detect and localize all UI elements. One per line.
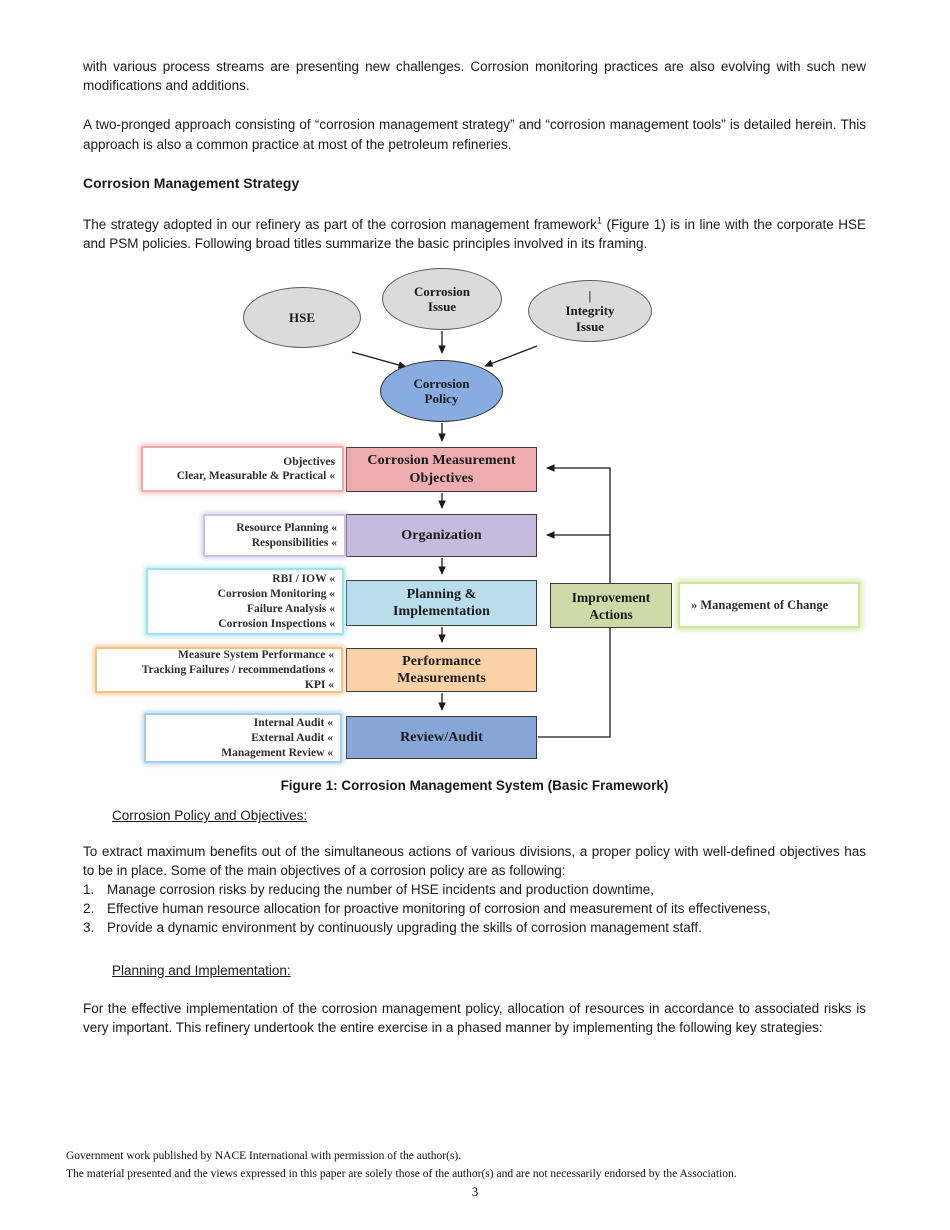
diagram-node-corrosion-issue: Corrosion Issue [382, 268, 502, 331]
sidebox-text: RBI / IOW « Corrosion Monitoring « Failu… [217, 573, 335, 630]
list-item-text: Effective human resource allocation for … [107, 901, 771, 917]
figure-caption: Figure 1: Corrosion Management System (B… [280, 778, 669, 794]
paragraph-two-pronged: A two-pronged approach consisting of “co… [83, 117, 866, 152]
node-hse-label: HSE [288, 309, 315, 325]
subsection-heading-corrosion-policy: Corrosion Policy and Objectives: [112, 808, 308, 824]
sidebox-text: Internal Audit « External Audit « Manage… [221, 717, 333, 759]
list-item: 3. Provide a dynamic environment by cont… [83, 918, 866, 937]
diagram-box-review-audit: Review/Audit [346, 716, 537, 760]
sidebox-text: Resource Planning « Responsibilities « [236, 522, 337, 549]
paragraph-strategy-text: The strategy adopted in our refinery as … [83, 217, 597, 233]
paragraph-planning-intro: For the effective implementation of the … [83, 1000, 866, 1036]
paragraph-intro-continuation: with various process streams are present… [83, 59, 866, 94]
diagram-box-planning-implementation: Planning & Implementation [346, 580, 537, 627]
diagram-node-integrity-issue: | Integrity Issue [528, 280, 652, 343]
diagram-sidebox-planning: RBI / IOW « Corrosion Monitoring « Failu… [146, 568, 344, 636]
list-item-number: 2. [83, 901, 95, 917]
footer-line-disclaimer: The material presented and the views exp… [66, 1167, 737, 1180]
node-corrosion-policy-label: Corrosion Policy [413, 375, 470, 407]
list-item-text: Provide a dynamic environment by continu… [107, 920, 702, 936]
node-integrity-issue-label: | Integrity Issue [565, 287, 615, 335]
list-item-text: Manage corrosion risks by reducing the n… [107, 882, 655, 898]
page-footer: Government work published by NACE Intern… [66, 1148, 910, 1183]
diagram-sidebox-review: Internal Audit « External Audit « Manage… [144, 713, 342, 764]
sidebox-text: » Management of Change [691, 597, 829, 612]
diagram-node-corrosion-policy: Corrosion Policy [380, 360, 503, 423]
box-label: Improvement Actions [571, 589, 651, 622]
node-corrosion-issue-label: Corrosion Issue [413, 283, 471, 315]
diagram-sidebox-performance: Measure System Performance « Tracking Fa… [95, 647, 343, 694]
section-heading-corrosion-management-strategy: Corrosion Management Strategy [83, 174, 300, 191]
paragraph-strategy: The strategy adopted in our refinery as … [83, 215, 866, 253]
diagram-box-organization: Organization [346, 514, 537, 558]
box-label: Planning & Implementation [392, 586, 491, 620]
box-label: Corrosion Measurement Objectives [367, 453, 516, 486]
page-number: 3 [471, 1184, 479, 1199]
diagram-box-corrosion-measurement-objectives: Corrosion Measurement Objectives [346, 447, 537, 493]
list-item: 2. Effective human resource allocation f… [83, 899, 866, 918]
sidebox-text: Measure System Performance « Tracking Fa… [141, 649, 334, 691]
box-label: Performance Measurements [397, 653, 486, 687]
paragraph-objectives-intro: To extract maximum benefits out of the s… [83, 843, 866, 878]
figure1-diagram: HSE Corrosion Issue | Integrity Issue Co… [0, 265, 950, 770]
diagram-sidebox-management-of-change: » Management of Change [678, 582, 860, 629]
list-item-number: 1. [83, 882, 95, 898]
paragraph-strategy-text-cont: (Figure 1) is in line with the corporate… [83, 217, 866, 252]
list-item: 1. Manage corrosion risks by reducing th… [83, 880, 866, 899]
list-item-number: 3. [83, 920, 95, 936]
text-column: with various process streams are present… [0, 59, 950, 1036]
box-label: Review/Audit [400, 729, 483, 745]
footnote-reference: 1 [596, 215, 602, 226]
objectives-numbered-list: 1. Manage corrosion risks by reducing th… [83, 880, 866, 938]
diagram-sidebox-objectives: Objectives Clear, Measurable & Practical… [141, 446, 344, 493]
box-label: Organization [401, 527, 482, 543]
diagram-node-hse: HSE [243, 287, 361, 349]
diagram-box-performance-measurements: Performance Measurements [346, 648, 537, 693]
sidebox-text: Objectives Clear, Measurable & Practical… [176, 455, 335, 483]
footer-line-publication: Government work published by NACE Intern… [66, 1150, 462, 1162]
subsection-heading-planning-implementation: Planning and Implementation: [112, 962, 291, 978]
diagram-box-improvement-actions: Improvement Actions [550, 583, 672, 629]
diagram-sidebox-organization: Resource Planning « Responsibilities « [203, 514, 346, 558]
